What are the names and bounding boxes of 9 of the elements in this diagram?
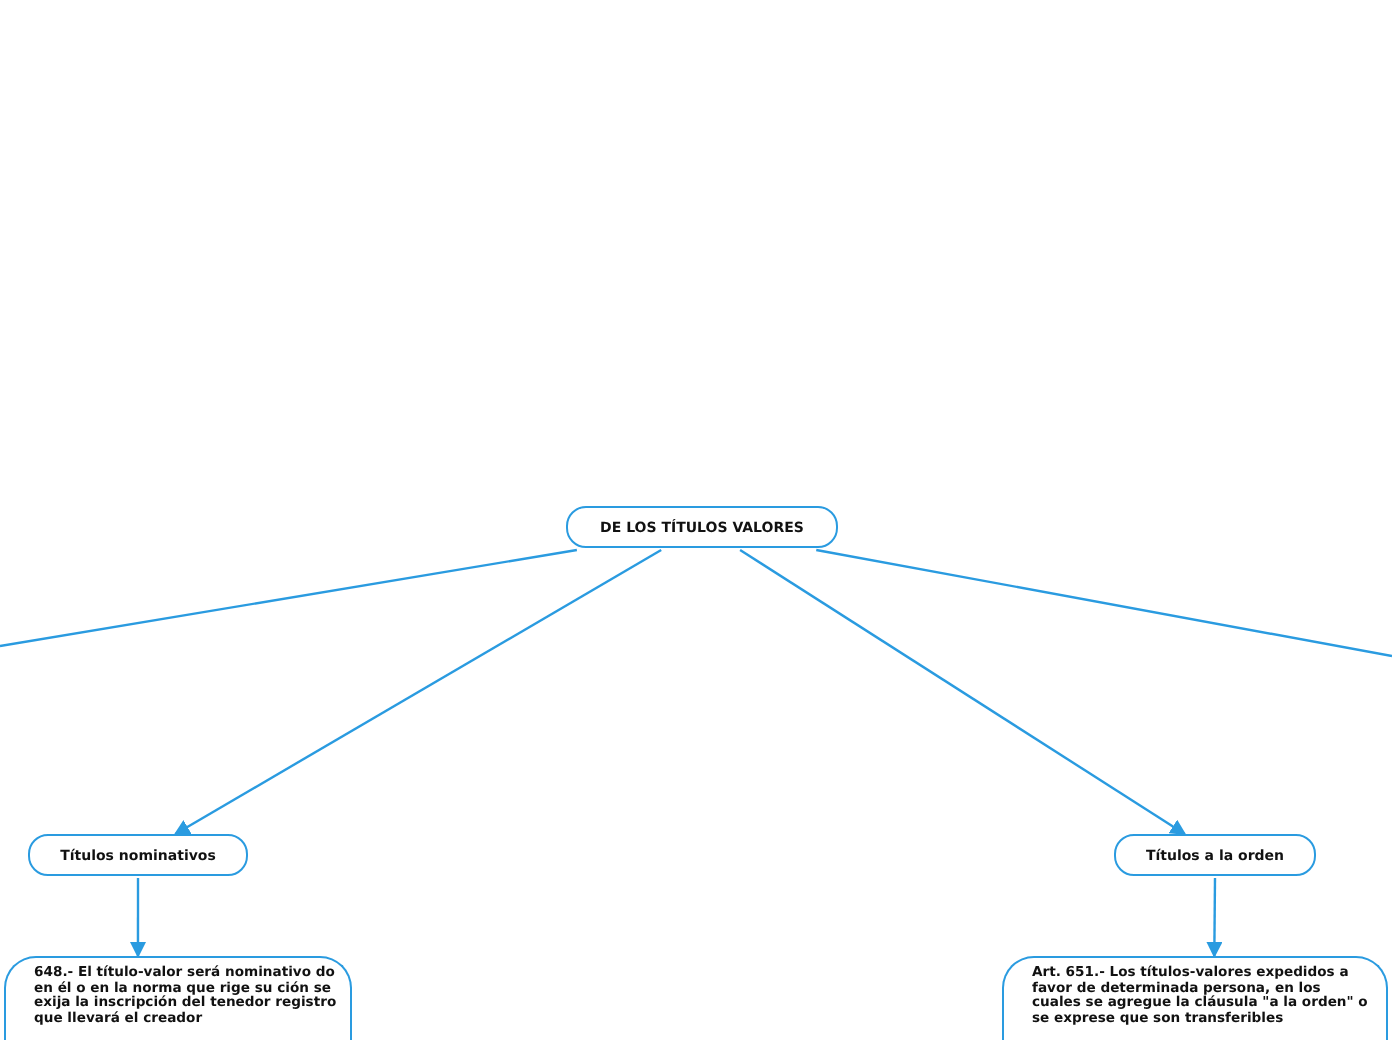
connector-arrow <box>739 549 1187 836</box>
topic-box <box>566 506 838 548</box>
connector-arrow <box>130 878 146 958</box>
topic-box <box>1114 834 1316 876</box>
note-box <box>1002 956 1388 1040</box>
connector-arrow <box>1206 878 1223 958</box>
note-box <box>4 956 352 1040</box>
topic-box <box>28 834 248 876</box>
connector-arrow <box>173 548 662 836</box>
